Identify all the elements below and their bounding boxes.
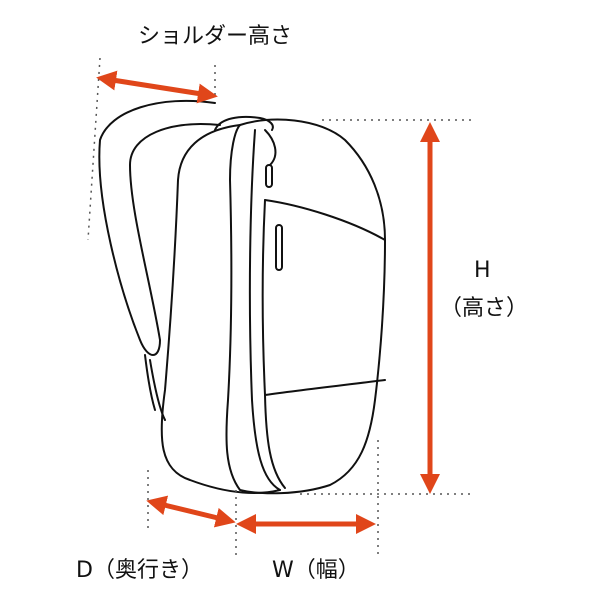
front-pocket (264, 199, 386, 241)
shoulder-height-arrow (96, 70, 218, 104)
width-label: W（幅） (272, 558, 360, 583)
height-letter-label: H (474, 258, 491, 283)
main-body (225, 118, 386, 495)
depth-label: D（奥行き） (76, 558, 203, 583)
shoulder-height-label: ショルダー高さ (138, 24, 293, 49)
guide-lines (87, 57, 475, 555)
shoulder-strap (98, 99, 221, 356)
height-jp-label: （高さ） (440, 296, 529, 321)
back-panel (160, 124, 281, 494)
depth-arrow (146, 495, 236, 528)
